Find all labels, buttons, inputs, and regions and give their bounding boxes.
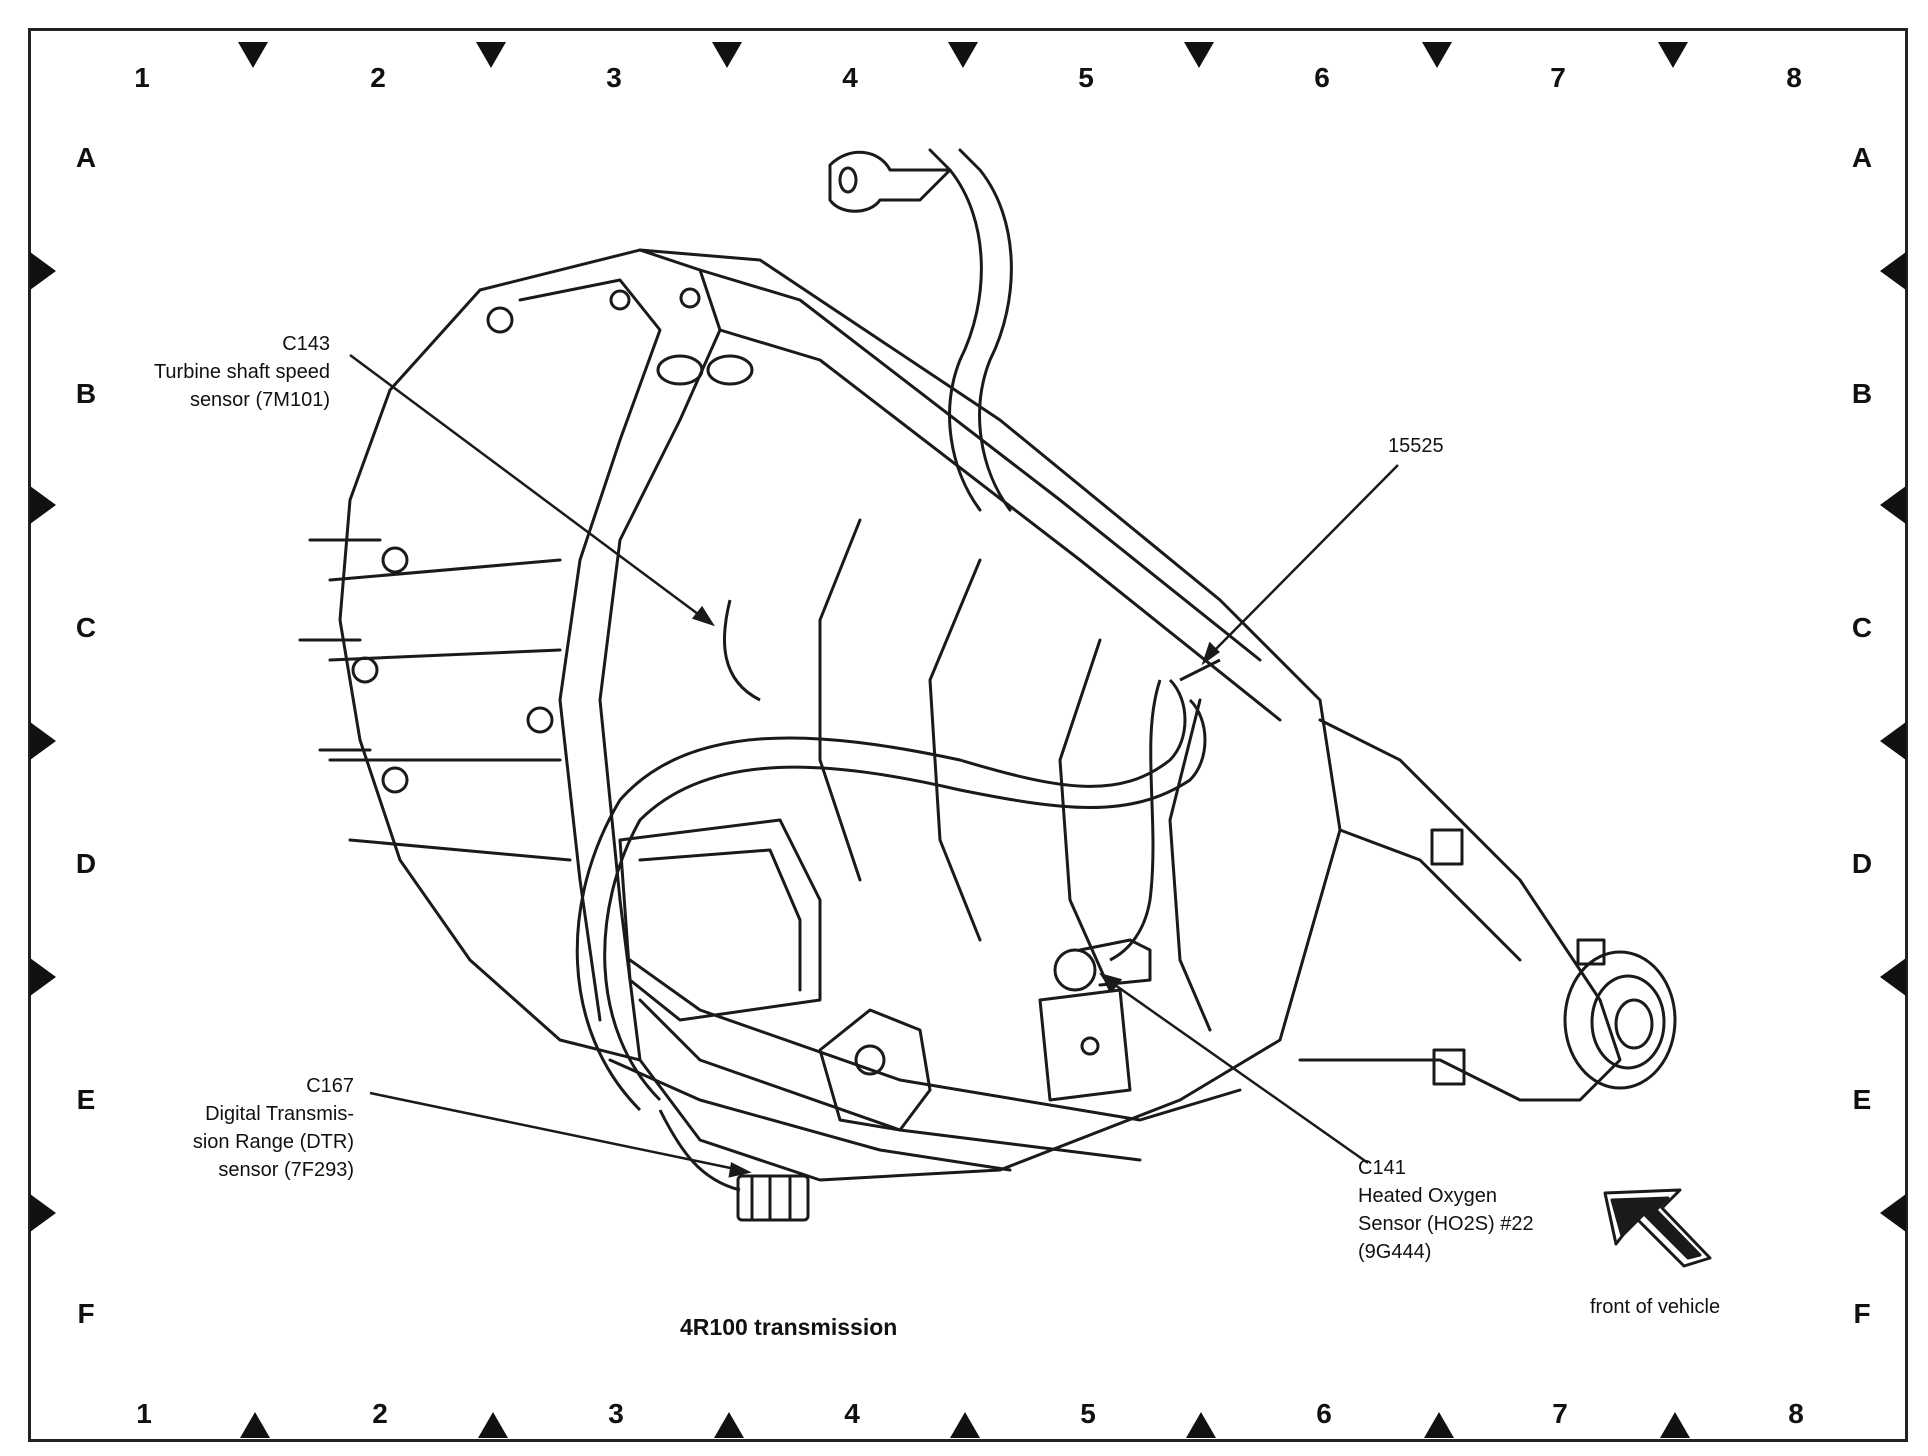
grid-col-label: 2 (372, 1398, 388, 1429)
callout-harness-15525: 15525 (1388, 435, 1444, 457)
grid-row-label: E (1852, 1084, 1872, 1115)
diagram-title: 4R100 transmission (680, 1314, 898, 1340)
frame-markers (30, 42, 1906, 1438)
grid-col-label: 3 (606, 62, 622, 93)
grid-row-label: F (77, 1298, 95, 1329)
grid-row-label: C (1851, 612, 1873, 643)
grid-col-label: 4 (844, 1398, 860, 1429)
grid-col-label: 8 (1788, 1398, 1804, 1429)
grid-row-label: D (1851, 848, 1873, 879)
grid-row-label: B (1851, 378, 1873, 409)
callout-c167: C167 Digital Transmis- sion Range (DTR) … (192, 1075, 354, 1181)
grid-col-label: 6 (1314, 62, 1330, 93)
diagram-frame (28, 28, 1908, 1442)
front-of-vehicle-label: front of vehicle (1590, 1296, 1721, 1318)
grid-col-label: 1 (134, 62, 150, 93)
grid-col-label: 2 (370, 62, 386, 93)
grid-col-label: 5 (1080, 1398, 1096, 1429)
grid-row-label: B (75, 378, 97, 409)
grid-col-label: 4 (842, 62, 858, 93)
grid-col-label: 7 (1552, 1398, 1568, 1429)
grid-row-label: D (75, 848, 97, 879)
callout-c143: C143 Turbine shaft speed sensor (7M101) (153, 333, 330, 411)
grid-row-label: C (75, 612, 97, 643)
callout-c141: C141 Heated Oxygen Sensor (HO2S) #22 (9G… (1358, 1157, 1534, 1263)
grid-col-label: 7 (1550, 62, 1566, 93)
wiring-harness (575, 599, 1221, 1192)
transmission-body (298, 148, 1677, 1222)
grid-row-label: A (75, 142, 97, 173)
leader-lines (349, 353, 1399, 1178)
grid-row-label: E (76, 1084, 96, 1115)
grid-col-label: 1 (136, 1398, 152, 1429)
grid-col-label: 8 (1786, 62, 1802, 93)
grid-row-label: A (1851, 142, 1873, 173)
grid-col-label: 5 (1078, 62, 1094, 93)
grid-row-label: F (1853, 1298, 1871, 1329)
grid-col-label: 6 (1316, 1398, 1332, 1429)
grid-col-label: 3 (608, 1398, 624, 1429)
front-of-vehicle-arrow-icon (1603, 1188, 1712, 1268)
